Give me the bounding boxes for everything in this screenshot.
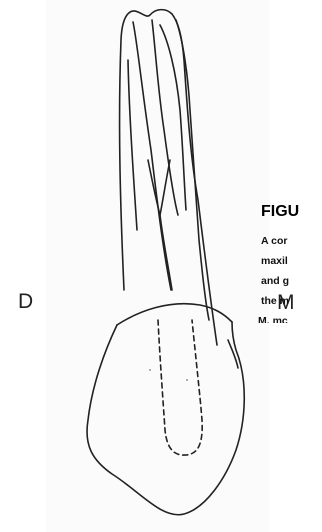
distal-label: D <box>18 290 33 314</box>
caption-line: the m <box>261 295 289 307</box>
caption-line: M, mc <box>258 315 288 323</box>
caption-line: and g <box>261 275 289 287</box>
root-canal-line <box>176 20 209 320</box>
crown-detail <box>228 340 238 368</box>
root-canal-line <box>160 25 186 210</box>
root-apex <box>148 160 170 215</box>
caption-line: maxil <box>261 255 288 267</box>
figure-caption: FIGU A cor maxil and g the m M, mc <box>257 203 322 323</box>
root-canal-line <box>128 60 137 230</box>
pulp-outline <box>158 320 202 455</box>
root-canal-line <box>160 215 172 290</box>
crown-speck <box>186 379 188 381</box>
crown-outline <box>87 322 244 515</box>
caption-line: A cor <box>261 235 287 247</box>
caption-title: FIGU <box>261 203 299 221</box>
crown-speck <box>149 369 151 371</box>
cementoenamel-junction <box>117 304 232 325</box>
